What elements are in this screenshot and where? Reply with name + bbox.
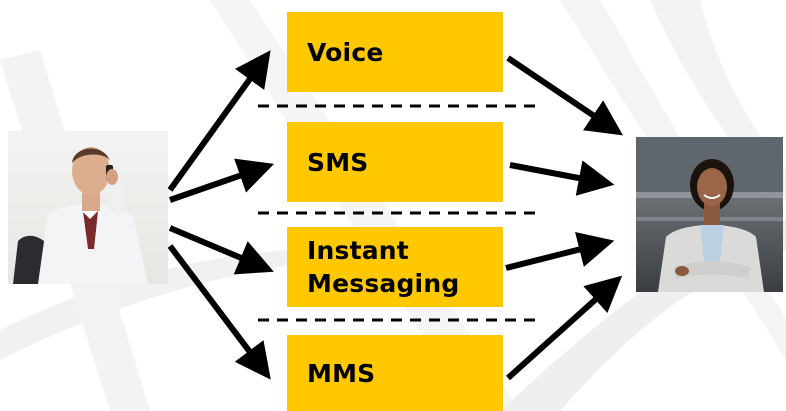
sender-photo: [8, 131, 168, 284]
channel-box-instant-messaging: Instant Messaging: [287, 227, 503, 307]
channel-box-voice: Voice: [287, 12, 503, 92]
channel-label-instant-messaging: Instant Messaging: [307, 236, 460, 298]
arrow-sender-to-im: [168, 225, 274, 275]
channel-box-sms: SMS: [287, 122, 503, 202]
arrow-sender-to-mms: [167, 244, 271, 380]
channel-box-mms: MMS: [287, 335, 503, 411]
arrow-sender-to-sms: [169, 158, 275, 203]
man-on-phone-icon: [13, 147, 148, 284]
arrow-im-to-receiver: [505, 232, 615, 271]
smiling-woman-icon: [636, 137, 783, 292]
channel-label-voice: Voice: [307, 37, 384, 67]
channel-label-sms: SMS: [307, 147, 369, 177]
channel-label-mms: MMS: [307, 358, 376, 388]
receiver-photo: [636, 137, 783, 292]
arrow-voice-to-receiver: [506, 55, 623, 136]
arrow-sender-to-voice: [167, 50, 271, 192]
arrow-sms-to-receiver: [509, 160, 615, 196]
arrow-mms-to-receiver: [505, 275, 623, 381]
